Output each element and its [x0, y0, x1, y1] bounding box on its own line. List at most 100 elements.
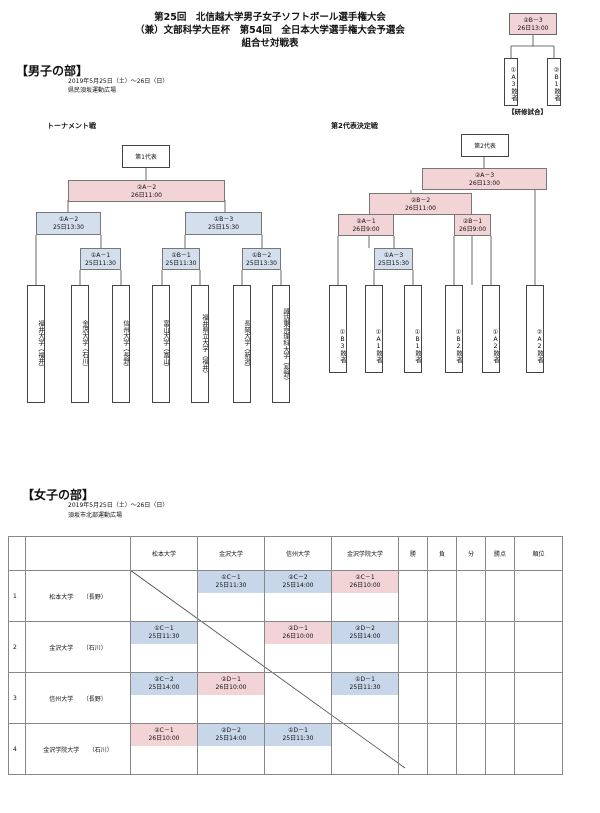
loser-box-2: ①A1敗者 [365, 285, 383, 373]
row-team-name: 金沢学院大学 [43, 746, 80, 754]
match-name: ①C－1 [221, 574, 241, 581]
match-b1-name: ②B－1 [462, 218, 483, 225]
row-team-pref: （長野） [82, 695, 107, 703]
title-line2: （兼）文部科学大臣杯 第54回 全日本大学選手権大会予選会 [135, 25, 405, 36]
match-time: 25日11:30 [282, 735, 314, 742]
stat-cell [514, 621, 563, 673]
match-time: 25日14:00 [349, 633, 381, 640]
stat-cell [456, 621, 486, 673]
match-a2-name: ②A－2 [136, 184, 157, 191]
match-b2-name: ②B－2 [410, 197, 431, 204]
stat-cell [485, 672, 515, 724]
stat-cell [427, 570, 457, 622]
stat-cell [427, 672, 457, 724]
team-box-4: 富山大学（富山） [152, 285, 170, 403]
match-a3-box: ②A－3 26日13:00 [422, 168, 547, 190]
loser-box-4: ①B2敗者 [445, 285, 463, 373]
row-team: 金沢大学 （石川） [25, 621, 131, 673]
training-left-team: ①A3敗者 [504, 58, 518, 106]
match-time: 26日10:00 [215, 684, 247, 691]
men-dates: 2019年5月25日（土）～26日（日） [68, 78, 169, 85]
row-no: 4 [8, 723, 26, 775]
row-team-pref: （石川） [82, 644, 107, 652]
stat-cell [398, 672, 428, 724]
stat-cell [514, 723, 563, 775]
title-line3: 組合せ対戦表 [241, 38, 299, 49]
match-b1-box: ②B－1 26日9:00 [454, 214, 491, 236]
match-ib2-time: 25日13:30 [246, 259, 277, 267]
col-header: 順位 [514, 536, 563, 571]
header-blank-2 [25, 536, 131, 571]
match-time: 25日14:00 [215, 735, 247, 742]
match-name: ②C－2 [288, 574, 308, 581]
match-name: ②C－2 [154, 676, 174, 683]
match-ib2-box: ①B－2 25日13:30 [242, 248, 281, 270]
training-match-time: 26日13:00 [517, 24, 549, 32]
match-ia2-name: ①A－2 [58, 216, 79, 223]
row-team: 信州大学 （長野） [25, 672, 131, 724]
row-team-name: 松本大学 [49, 593, 74, 601]
training-match-name: ②B－3 [523, 17, 543, 24]
first-rep-box: 第1代表 [122, 145, 170, 168]
men-section-title: 【男子の部】 [16, 64, 89, 78]
stat-cell [456, 570, 486, 622]
match-ib3-name: ①B－3 [213, 216, 234, 223]
match-name: ②C－1 [355, 574, 375, 581]
team-box-5: 福井県立大学（福井） [191, 285, 209, 403]
training-caption: 【研修試合】 [508, 108, 547, 116]
women-section-title: 【女子の部】 [22, 488, 95, 502]
stat-cell [456, 672, 486, 724]
stat-cell [427, 621, 457, 673]
row-team-name: 信州大学 [49, 695, 74, 703]
row-team-pref: （石川） [88, 746, 113, 754]
team-box-6: 長岡大学（新潟） [233, 285, 251, 403]
self-cell [130, 570, 198, 622]
match-a1-time: 26日9:00 [352, 225, 380, 233]
match-a3-name: ②A－3 [474, 172, 495, 179]
match-time: 26日10:00 [349, 582, 381, 589]
team-box-7: 諏訪東京理科大学（長野） [272, 285, 290, 403]
row-team-name: 金沢大学 [49, 644, 74, 652]
tournament-label: トーナメント戦 [47, 122, 96, 130]
match-time: 25日14:00 [148, 684, 180, 691]
col-header: 負 [427, 536, 457, 571]
stat-cell [456, 723, 486, 775]
match-time: 25日11:30 [349, 684, 381, 691]
second-rep-box: 第2代表 [461, 134, 509, 157]
women-dates: 2019年5月25日（土）～26日（日） [68, 502, 169, 509]
title-line1: 第25回 北信越大学男子女子ソフトボール選手権大会 [154, 12, 386, 23]
training-right-team: ②B1敗者 [547, 58, 561, 106]
match-a1-box: ②A－1 26日9:00 [338, 214, 394, 236]
stat-cell [485, 570, 515, 622]
men-venue: 県民須坂運動広場 [68, 87, 117, 94]
stat-cell [485, 723, 515, 775]
match-name: ①D－1 [355, 676, 375, 683]
stat-cell [398, 621, 428, 673]
match-ia1-box: ①A－1 25日11:30 [80, 248, 121, 270]
header-row: 松本大学 金沢大学 信州大学 金沢学院大学 勝 負 分 勝点 順位 [8, 536, 563, 571]
stat-cell [398, 723, 428, 775]
stat-cell [514, 672, 563, 724]
match-ia3-time: 25日15:30 [378, 259, 409, 267]
match-ib1-name: ①B－1 [171, 252, 191, 259]
match-b1-time: 26日9:00 [458, 225, 487, 233]
